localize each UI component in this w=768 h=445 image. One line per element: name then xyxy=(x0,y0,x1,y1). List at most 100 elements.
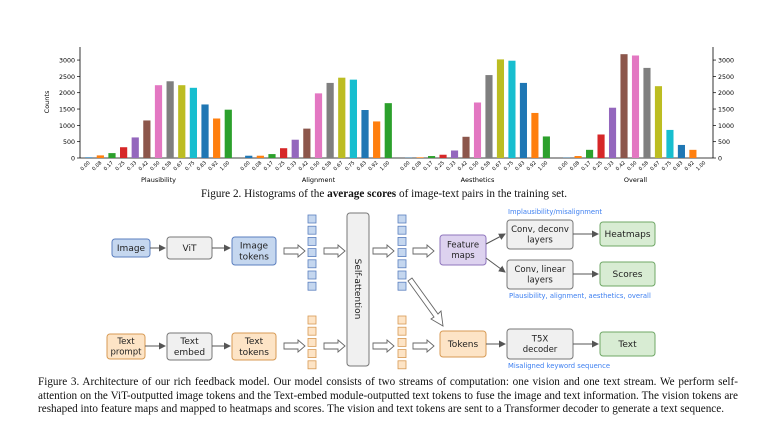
y-tick-label-right: 1000 xyxy=(718,123,734,130)
histogram-bar xyxy=(428,156,436,158)
text-embed-box-label: embed xyxy=(174,348,205,358)
token-square xyxy=(397,337,407,347)
token-square xyxy=(397,326,407,336)
y-tick-label-right: 2500 xyxy=(718,74,734,81)
y-tick-label-left: 500 xyxy=(63,139,75,146)
arrow-text-to-tokens xyxy=(412,339,435,353)
histogram-bar xyxy=(519,82,527,158)
conv-linear-box-label: layers xyxy=(527,276,553,286)
token-square xyxy=(307,248,317,258)
histogram-bar xyxy=(597,134,605,158)
histogram-bar xyxy=(303,128,311,158)
histogram-bar xyxy=(131,137,139,158)
arrow-text-to-attention xyxy=(323,339,346,353)
histogram-bar xyxy=(178,85,186,158)
token-square xyxy=(397,270,407,280)
feature-maps-box-label: maps xyxy=(451,251,475,261)
image-box-label: Image xyxy=(117,244,146,254)
token-square xyxy=(307,349,317,359)
histogram-bar xyxy=(120,147,128,158)
histogram-bar xyxy=(666,129,674,158)
text-tokens-box-label: tokens xyxy=(239,348,269,358)
image-tokens-box-label: tokens xyxy=(239,253,269,263)
tokens-box: Tokens xyxy=(439,330,487,358)
histogram-bar xyxy=(256,155,264,158)
y-tick-label-left: 2500 xyxy=(59,74,75,81)
arrow-vision-to-attention xyxy=(323,244,346,258)
histogram-bar xyxy=(326,82,334,158)
x-axis-label: Overall xyxy=(624,176,647,184)
y-tick-label-right: 3000 xyxy=(718,58,734,65)
text-output-box: Text xyxy=(599,331,656,357)
histogram-bar xyxy=(586,149,594,158)
histogram-bar xyxy=(143,120,151,158)
arrow-feature-to-deconv xyxy=(485,233,506,245)
histogram-bar xyxy=(462,136,470,158)
histogram-bar xyxy=(373,121,381,158)
implausibility-label: Implausibility/misalignment xyxy=(508,208,602,216)
figure-2-caption: Figure 2. Histograms of the average scor… xyxy=(0,188,768,202)
figure-2-caption-bold: average scores xyxy=(327,188,397,200)
histogram-bar xyxy=(643,67,651,158)
figure-2-caption-suffix: of image-text pairs in the training set. xyxy=(396,188,568,200)
histogram-bar xyxy=(280,148,288,158)
arrow-vision-to-feature-maps xyxy=(412,244,435,258)
self-attention-box: Self-attention xyxy=(346,212,370,367)
arrow-attention-to-vision xyxy=(372,244,395,258)
token-square xyxy=(397,214,407,224)
figure-2-caption-prefix: Figure 2. Histograms of the xyxy=(200,188,328,200)
feature-maps-box-label: Feature xyxy=(447,241,479,251)
y-tick-label-left: 1500 xyxy=(59,107,75,114)
arrow-attention-to-text xyxy=(372,339,395,353)
histogram-bar xyxy=(201,104,209,158)
histogram-bar xyxy=(224,109,232,158)
image-box: Image xyxy=(111,238,151,258)
token-square xyxy=(307,214,317,224)
t5x-decoder-box-label: decoder xyxy=(523,345,558,355)
t5x-decoder-box-label: T5X xyxy=(531,335,549,345)
histogram-bar xyxy=(416,157,424,158)
y-tick-label-left: 2000 xyxy=(59,90,75,97)
histogram-bar xyxy=(654,86,663,158)
histogram-bar xyxy=(531,112,539,158)
token-square xyxy=(307,259,317,269)
x-axis-label: Alignment xyxy=(302,176,336,184)
histogram-bar xyxy=(620,54,628,158)
y-axis-label: Counts xyxy=(43,90,51,113)
arrow-vision-to-decoder-tokens xyxy=(407,277,444,327)
y-tick-label-left: 1000 xyxy=(59,123,75,130)
histogram-bar xyxy=(542,136,550,158)
self-attention-label: Self-attention xyxy=(352,259,362,320)
arrow-image-tokens-to-columns xyxy=(283,244,306,258)
vision-token-column-left xyxy=(307,214,317,291)
x-axis-label: Plausibility xyxy=(141,176,176,184)
token-square xyxy=(307,236,317,246)
feature-maps-box-frame xyxy=(439,234,487,266)
token-square xyxy=(307,270,317,280)
token-square xyxy=(307,360,317,370)
histogram-bar xyxy=(450,150,459,158)
vision-token-column-right xyxy=(397,214,407,291)
token-square xyxy=(397,236,407,246)
histogram-bar xyxy=(485,75,493,158)
y-tick-label-right: 0 xyxy=(718,156,722,163)
conv-deconv-box-label: layers xyxy=(527,236,553,246)
token-square xyxy=(397,315,407,325)
x-axis-label: Aesthetics xyxy=(461,176,495,184)
histogram-bar xyxy=(608,107,617,158)
histogram-bar xyxy=(268,154,276,158)
histogram-bar xyxy=(508,60,516,159)
text-output-box-label: Text xyxy=(617,340,637,350)
scores-box: Scores xyxy=(599,261,656,287)
heatmaps-box-frame xyxy=(599,221,656,247)
token-square xyxy=(307,337,317,347)
histogram-bar xyxy=(473,102,482,158)
misaligned-label: Misaligned keyword sequence xyxy=(508,362,610,370)
token-square xyxy=(307,281,317,291)
